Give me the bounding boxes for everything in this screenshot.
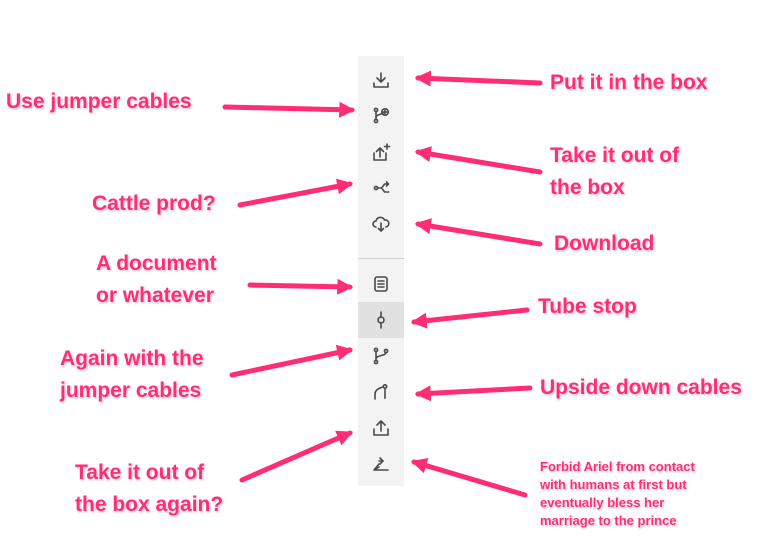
- note-tube-stop: Tube stop: [538, 295, 637, 318]
- document-button[interactable]: [358, 266, 404, 302]
- note-cattle-prod: Cattle prod?: [92, 192, 216, 215]
- merge-arrow-icon: [373, 457, 389, 471]
- arrow-ariel: [410, 457, 528, 498]
- branch-button[interactable]: [358, 338, 404, 374]
- icon-toolbar: [358, 56, 404, 486]
- fork-arrow-icon: [373, 181, 390, 193]
- upload-new-button[interactable]: [358, 134, 404, 170]
- arrow-use-jumper: [222, 101, 356, 118]
- branch-icon: [373, 347, 389, 365]
- upload-plus-icon: [373, 143, 391, 161]
- arrow-put-in-box: [414, 70, 543, 87]
- arrow-upside-down: [414, 385, 533, 402]
- arrow-download: [414, 218, 543, 247]
- toolbar-divider: [358, 258, 404, 259]
- arrow-again-jumper: [229, 344, 354, 378]
- note-use-jumper: Use jumper cables: [6, 90, 192, 113]
- cloud-download-icon: [372, 216, 390, 232]
- curved-branch-icon: [374, 383, 388, 400]
- fork-button[interactable]: [358, 170, 404, 206]
- merge-button[interactable]: [358, 446, 404, 482]
- add-branch-button[interactable]: [358, 97, 404, 133]
- upload-button[interactable]: [358, 410, 404, 446]
- cloud-download-button[interactable]: [358, 206, 404, 242]
- curved-branch-button[interactable]: [358, 374, 404, 410]
- download-tray-icon: [373, 72, 389, 88]
- commit-button[interactable]: [358, 302, 404, 338]
- document-lines-icon: [374, 276, 388, 292]
- arrow-take-out: [414, 146, 543, 175]
- upload-tray-icon: [373, 420, 389, 436]
- note-put-in-box: Put it in the box: [550, 71, 708, 94]
- note-upside-down: Upside down cables: [540, 376, 742, 399]
- download-button[interactable]: [358, 62, 404, 98]
- arrow-tube-stop: [410, 307, 530, 329]
- arrow-document: [247, 278, 354, 295]
- note-download: Download: [554, 232, 655, 255]
- branch-plus-icon: [373, 107, 390, 124]
- commit-node-icon: [377, 311, 385, 329]
- arrow-take-out-again: [239, 430, 353, 483]
- arrow-cattle: [237, 178, 354, 208]
